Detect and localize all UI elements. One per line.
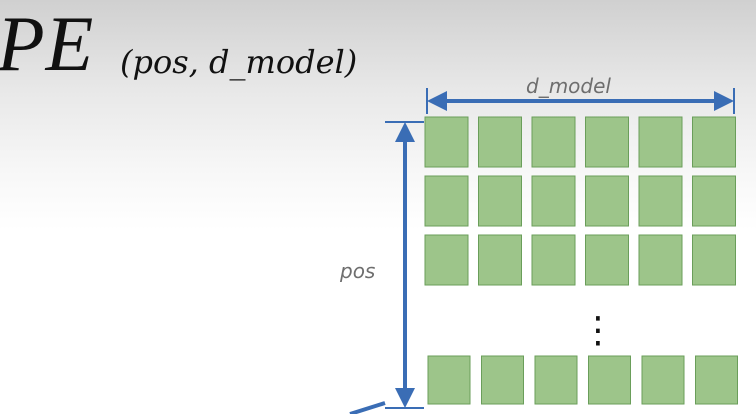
matrix-cell: [534, 355, 578, 405]
matrix-cell: [531, 116, 576, 168]
matrix-cells-bottom: [427, 355, 738, 405]
matrix-cell: [424, 234, 469, 286]
matrix-cell: [585, 234, 629, 286]
matrix-cell: [531, 234, 576, 286]
matrix-cell: [478, 116, 522, 168]
matrix-cells-top: [424, 116, 736, 286]
dmodel-dimension: [426, 88, 735, 114]
matrix-cell: [588, 355, 631, 405]
matrix-cell: [638, 234, 683, 286]
connector-stroke: [349, 401, 386, 414]
matrix-cell: [585, 175, 629, 227]
matrix-cell: [638, 116, 683, 168]
matrix-cell: [531, 175, 576, 227]
matrix-cell: [692, 234, 736, 286]
matrix-cell: [638, 175, 683, 227]
matrix-cell: [641, 355, 685, 405]
matrix-cell: [692, 175, 736, 227]
matrix-cell: [424, 116, 469, 168]
formula-arguments: (pos, d_model): [120, 43, 358, 81]
matrix-cell: [481, 355, 524, 405]
pos-label: pos: [340, 259, 376, 283]
pos-dimension: [385, 121, 424, 409]
dmodel-label: d_model: [526, 74, 611, 98]
ellipsis-vertical: ⋮: [580, 310, 616, 351]
matrix-cell: [424, 175, 469, 227]
matrix-cell: [585, 116, 629, 168]
matrix-cell: [427, 355, 471, 405]
matrix-cell: [695, 355, 738, 405]
matrix-cell: [478, 234, 522, 286]
formula-symbol: PE: [0, 0, 95, 87]
matrix-cell: [692, 116, 736, 168]
matrix-cell: [478, 175, 522, 227]
